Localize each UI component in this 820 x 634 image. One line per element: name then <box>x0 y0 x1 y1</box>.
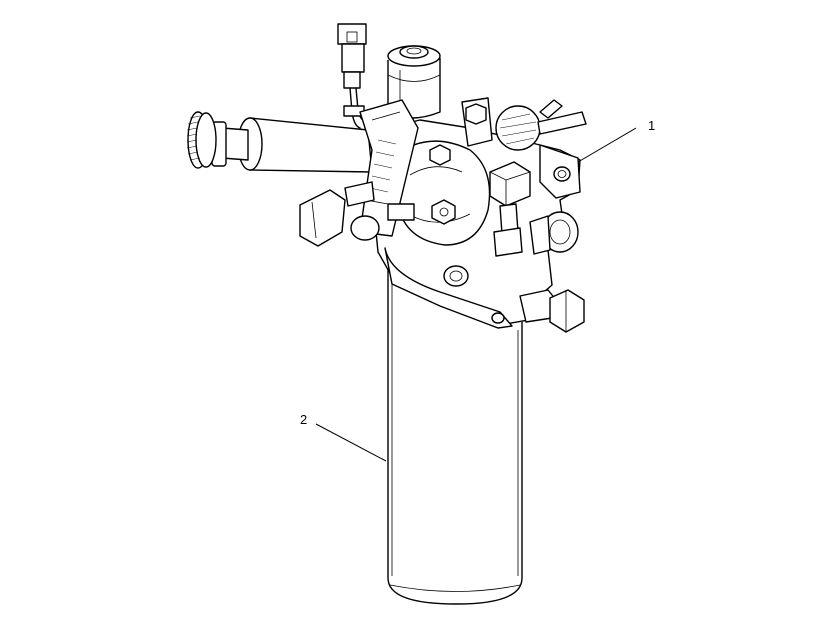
callout-label-1: 1 <box>648 118 655 133</box>
filter-canister <box>387 262 523 605</box>
water-sensor-valve <box>461 97 587 257</box>
left-elbow-fitting <box>299 181 415 247</box>
primer-knob <box>186 111 217 169</box>
electrical-connector <box>337 23 367 129</box>
callout-label-2: 2 <box>300 412 307 427</box>
center-bolt <box>431 199 456 225</box>
hand-primer-pump <box>186 111 373 173</box>
callout-1: 1 <box>577 118 655 163</box>
lower-port-fittings <box>443 265 585 333</box>
callout-2: 2 <box>300 412 387 462</box>
side-bracket <box>359 99 419 237</box>
mounting-ear <box>539 144 581 199</box>
